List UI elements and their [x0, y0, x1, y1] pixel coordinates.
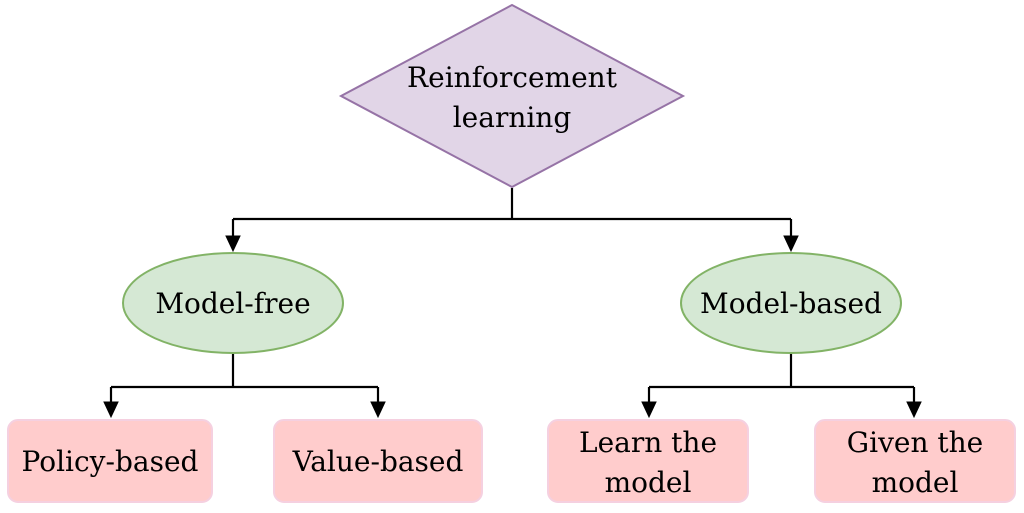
root-label-line2: learning — [453, 101, 572, 134]
arrowhead-policy-based — [103, 401, 119, 419]
policy-based-box-shape — [7, 419, 213, 503]
root-label-line1: Reinforcement — [407, 61, 618, 94]
model-based-ellipse-shape — [680, 252, 902, 354]
connectors-model-based — [641, 354, 922, 419]
model-based-label: Model-based — [700, 287, 882, 320]
arrowhead-given-model — [906, 401, 922, 419]
arrowhead-learn-model — [641, 401, 657, 419]
connectors-root — [225, 188, 799, 253]
given-the-model-label-line1: Given the — [847, 426, 984, 459]
learn-the-model-box-shape — [547, 419, 749, 503]
learn-the-model-label-line2: model — [605, 466, 692, 499]
model-based-node: Model-based — [680, 252, 902, 354]
learn-the-model-label-line1: Learn the — [579, 426, 717, 459]
root-diamond-shape — [338, 3, 686, 189]
given-the-model-label-line2: model — [872, 466, 959, 499]
model-free-label: Model-free — [155, 287, 310, 320]
arrowhead-model-based — [783, 235, 799, 253]
value-based-node: Value-based — [273, 419, 483, 503]
model-free-node: Model-free — [122, 252, 344, 354]
root-node: Reinforcement learning — [338, 3, 686, 189]
learn-the-model-node: Learn the model — [547, 419, 749, 503]
connectors-model-free — [103, 354, 386, 419]
arrowhead-value-based — [370, 401, 386, 419]
arrowhead-model-free — [225, 235, 241, 253]
value-based-box-shape — [273, 419, 483, 503]
value-based-label: Value-based — [292, 445, 464, 478]
given-the-model-box-shape — [814, 419, 1016, 503]
model-free-ellipse-shape — [122, 252, 344, 354]
given-the-model-node: Given the model — [814, 419, 1016, 503]
policy-based-node: Policy-based — [7, 419, 213, 503]
policy-based-label: Policy-based — [22, 445, 199, 478]
